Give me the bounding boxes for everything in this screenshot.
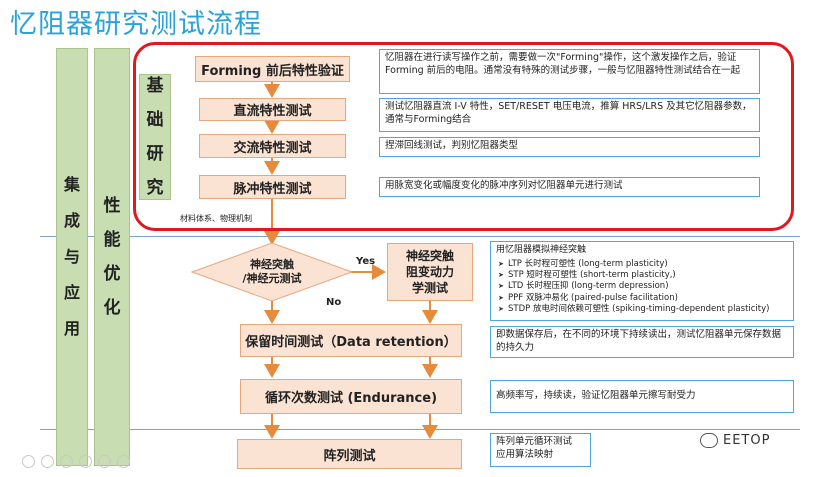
slide-control-dot[interactable] bbox=[22, 455, 35, 468]
slide-control-dot[interactable] bbox=[60, 455, 73, 468]
slide-controls[interactable] bbox=[22, 455, 130, 468]
section-divider-bottom bbox=[40, 429, 800, 430]
desc-ac: 捏滞回线测试，判别忆阻器类型 bbox=[379, 137, 760, 157]
synapse-item: LTD 长时程压抑 (long-term depression) bbox=[496, 281, 788, 293]
wechat-icon bbox=[700, 433, 718, 448]
synapse-item: STDP 放电时间依赖可塑性 (spiking-timing-dependent… bbox=[496, 304, 788, 316]
step-endurance: 循环次数测试 (Endurance) bbox=[240, 379, 462, 414]
basic-research-highlight bbox=[133, 42, 794, 231]
basic-research-column: 基 础 研 究 bbox=[139, 74, 171, 200]
desc-pulse: 用脉宽变化或幅度变化的脉冲序列对忆阻器单元进行测试 bbox=[379, 177, 760, 197]
page-title: 忆阻器研究测试流程 bbox=[10, 9, 262, 40]
integration-application-column: 集 成 与 应 用 bbox=[56, 48, 88, 466]
slide-control-dot[interactable] bbox=[98, 455, 111, 468]
performance-optimization-column: 性 能 优 化 bbox=[94, 48, 130, 466]
step-dc: 直流特性测试 bbox=[199, 98, 346, 121]
step-array: 阵列测试 bbox=[237, 439, 462, 469]
basic-research-note: 材料体系、物理机制 bbox=[180, 214, 252, 223]
synapse-item: STP 短时程可塑性 (short-term plasticity,) bbox=[496, 270, 788, 282]
slide-control-dot[interactable] bbox=[79, 455, 92, 468]
step-synapse-dynamics: 神经突触 阻变动力 学测试 bbox=[387, 243, 473, 301]
synapse-item: LTP 长时程可塑性 (long-term plasticity) bbox=[496, 259, 788, 271]
section-divider-top bbox=[40, 236, 800, 237]
slide-control-dot[interactable] bbox=[41, 455, 54, 468]
step-ac: 交流特性测试 bbox=[199, 134, 346, 158]
eetop-watermark: EETOP bbox=[700, 433, 770, 448]
no-label: No bbox=[326, 297, 342, 308]
desc-endurance: 高频率写，持续读，验证忆阻器单元擦写耐受力 bbox=[490, 380, 794, 413]
synapse-item: PPF 双脉冲易化 (paired-pulse facilitation) bbox=[496, 293, 788, 305]
slide-control-dot[interactable] bbox=[117, 455, 130, 468]
step-forming: Forming 前后特性验证 bbox=[195, 56, 350, 82]
desc-array: 阵列单元循环测试 应用算法映射 bbox=[490, 433, 591, 467]
desc-dc: 测试忆阻器直流 I-V 特性，SET/RESET 电压电流，推算 HRS/LRS… bbox=[379, 98, 760, 132]
synapse-decision-diamond bbox=[190, 242, 354, 302]
step-retention: 保留时间测试（Data retention） bbox=[240, 324, 462, 357]
synapse-decision-label: 神经突触 /神经元测试 bbox=[242, 258, 302, 285]
desc-retention: 即数据保存后，在不同的环境下持续读出，测试忆阻器单元保存数据的持久力 bbox=[490, 326, 794, 358]
desc-synapse: 用忆阻器模拟神经突触 LTP 长时程可塑性 (long-term plastic… bbox=[490, 241, 794, 321]
desc-forming: 忆阻器在进行读写操作之前，需要做一次"Forming"操作，这个激发操作之后，验… bbox=[379, 49, 760, 94]
step-pulse: 脉冲特性测试 bbox=[199, 175, 346, 199]
yes-label: Yes bbox=[356, 256, 376, 267]
